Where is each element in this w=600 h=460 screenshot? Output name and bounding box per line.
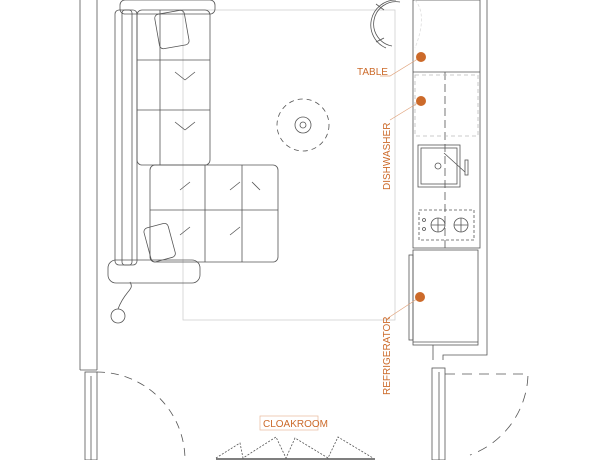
dishwasher-label: DISHWASHER [382,123,393,190]
cloakroom-doors [215,436,375,460]
refrigerator-label: REFRIGERATOR [382,316,393,395]
coffee-table [276,98,330,152]
kitchen-counter [412,0,488,315]
floor-lamp [110,281,132,324]
sink [417,144,469,188]
sofa [107,0,279,284]
dishwasher-marker[interactable] [416,96,426,106]
table-marker[interactable] [416,52,426,62]
left-wall [79,0,98,371]
cooktop [418,209,475,241]
table-label: TABLE [357,67,388,78]
cloakroom-label: CLOAKROOM [263,419,328,430]
chair [370,0,401,49]
refrigerator [408,249,488,360]
left-door [84,371,186,460]
right-door [431,367,529,460]
dishwasher [414,74,479,137]
refrigerator-marker[interactable] [415,292,425,302]
